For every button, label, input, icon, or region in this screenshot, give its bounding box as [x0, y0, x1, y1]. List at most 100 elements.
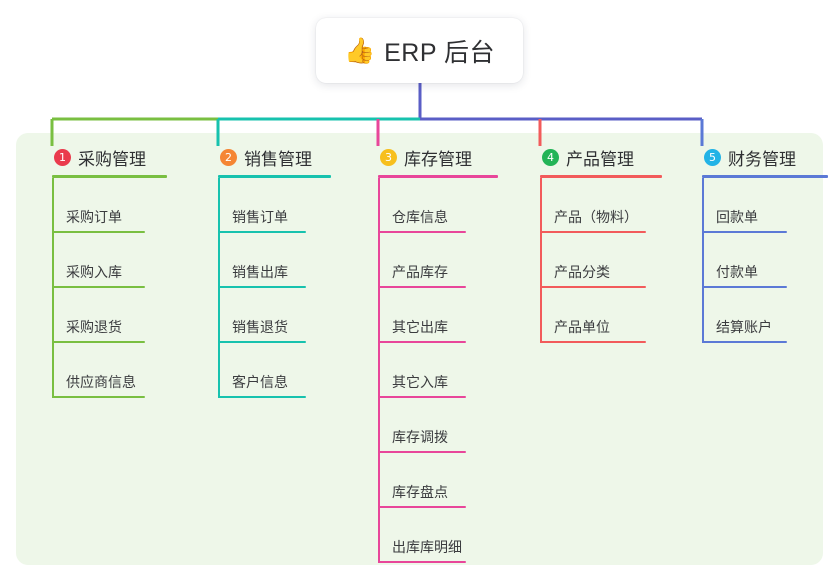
list-item-rule — [540, 231, 646, 233]
list-item[interactable]: 结算账户 — [682, 288, 828, 343]
list-item[interactable]: 销售退货 — [198, 288, 331, 343]
list-item[interactable]: 供应商信息 — [32, 343, 167, 398]
column-spine-5 — [702, 178, 704, 343]
list-item-rule — [378, 286, 466, 288]
list-item-rule — [378, 231, 466, 233]
column-4: 4 产品管理产品（物料） 产品分类产品单位 — [520, 144, 662, 343]
column-badge-2: 2 — [220, 148, 237, 166]
list-item-rule — [378, 451, 466, 453]
list-item[interactable]: 其它入库 — [358, 343, 498, 398]
list-item[interactable]: 产品单位 — [520, 288, 662, 343]
list-item-label: 结算账户 — [716, 319, 772, 335]
list-item[interactable]: 其它出库 — [358, 288, 498, 343]
list-item[interactable]: 销售出库 — [198, 233, 331, 288]
column-title-1: 采购管理 — [78, 149, 146, 169]
column-title-4: 产品管理 — [566, 149, 634, 169]
root-title-card[interactable]: 👍 ERP 后台 — [316, 18, 523, 83]
list-item-rule — [52, 231, 145, 233]
list-item-rule — [378, 506, 466, 508]
column-title-2: 销售管理 — [244, 149, 312, 169]
column-header-2[interactable]: 2 销售管理 — [198, 144, 331, 170]
column-header-rule-5 — [702, 175, 828, 178]
list-item-label: 采购退货 — [66, 319, 122, 335]
list-item-label: 产品库存 — [392, 264, 448, 280]
list-item[interactable]: 库存调拨 — [358, 398, 498, 453]
list-item-label: 其它出库 — [392, 319, 448, 335]
list-item[interactable]: 产品库存 — [358, 233, 498, 288]
list-item-rule — [378, 341, 466, 343]
column-header-rule-3 — [378, 175, 498, 178]
list-item-label: 采购入库 — [66, 264, 122, 280]
list-item[interactable]: 产品（物料） — [520, 178, 662, 233]
list-item-rule — [218, 396, 306, 398]
list-item-rule — [218, 286, 306, 288]
column-title-3: 库存管理 — [404, 149, 472, 169]
column-5: 5 财务管理回款单付款单结算账户 — [682, 144, 828, 343]
column-items-5: 回款单付款单结算账户 — [682, 178, 828, 343]
column-spine-3 — [378, 178, 380, 563]
column-spine-1 — [52, 178, 54, 398]
list-item-label: 回款单 — [716, 209, 758, 225]
list-item-label: 出库库明细 — [392, 539, 462, 555]
list-item-rule — [52, 396, 145, 398]
list-item-label: 产品（物料） — [554, 209, 638, 225]
column-items-2: 销售订单销售出库销售退货客户信息 — [198, 178, 331, 398]
list-item-rule — [52, 286, 145, 288]
list-item[interactable]: 采购入库 — [32, 233, 167, 288]
thumbs-up-icon: 👍 — [343, 36, 376, 65]
list-item-label: 销售出库 — [232, 264, 288, 280]
column-header-rule-1 — [52, 175, 167, 178]
list-item[interactable]: 出库库明细 — [358, 508, 498, 563]
column-items-1: 采购订单采购入库采购退货供应商信息 — [32, 178, 167, 398]
column-spine-2 — [218, 178, 220, 398]
list-item-rule — [52, 341, 145, 343]
list-item-rule — [702, 286, 787, 288]
list-item-rule — [540, 341, 646, 343]
column-title-5: 财务管理 — [728, 149, 796, 169]
list-item-label: 销售订单 — [232, 209, 288, 225]
column-1: 1 采购管理采购订单采购入库采购退货供应商信息 — [32, 144, 167, 398]
column-header-5[interactable]: 5 财务管理 — [682, 144, 828, 170]
list-item-label: 客户信息 — [232, 374, 288, 390]
list-item-rule — [702, 231, 787, 233]
list-item-label: 产品单位 — [554, 319, 610, 335]
list-item[interactable]: 库存盘点 — [358, 453, 498, 508]
list-item-rule — [378, 396, 466, 398]
column-3: 3 库存管理仓库信息产品库存其它出库其它入库库存调拨库存盘点出库库明细 — [358, 144, 498, 563]
column-header-rule-4 — [540, 175, 662, 178]
list-item[interactable]: 销售订单 — [198, 178, 331, 233]
list-item[interactable]: 产品分类 — [520, 233, 662, 288]
list-item[interactable]: 客户信息 — [198, 343, 331, 398]
column-items-3: 仓库信息产品库存其它出库其它入库库存调拨库存盘点出库库明细 — [358, 178, 498, 563]
list-item-label: 库存调拨 — [392, 429, 448, 445]
page-title: ERP 后台 — [384, 38, 496, 67]
column-badge-1: 1 — [54, 148, 71, 166]
list-item-label: 销售退货 — [232, 319, 288, 335]
column-badge-3: 3 — [380, 148, 397, 166]
list-item[interactable]: 付款单 — [682, 233, 828, 288]
diagram-background-panel — [16, 133, 823, 565]
list-item-rule — [540, 286, 646, 288]
list-item[interactable]: 回款单 — [682, 178, 828, 233]
column-badge-5: 5 — [704, 148, 721, 166]
list-item-rule — [218, 231, 306, 233]
list-item-label: 仓库信息 — [392, 209, 448, 225]
list-item-rule — [378, 561, 466, 563]
list-item-rule — [702, 341, 787, 343]
list-item-label: 付款单 — [716, 264, 758, 280]
column-2: 2 销售管理销售订单销售出库销售退货客户信息 — [198, 144, 331, 398]
column-header-rule-2 — [218, 175, 331, 178]
list-item-label: 库存盘点 — [392, 484, 448, 500]
list-item-label: 产品分类 — [554, 264, 610, 280]
list-item[interactable]: 采购退货 — [32, 288, 167, 343]
column-header-3[interactable]: 3 库存管理 — [358, 144, 498, 170]
list-item[interactable]: 仓库信息 — [358, 178, 498, 233]
column-header-4[interactable]: 4 产品管理 — [520, 144, 662, 170]
column-header-1[interactable]: 1 采购管理 — [32, 144, 167, 170]
list-item[interactable]: 采购订单 — [32, 178, 167, 233]
column-badge-4: 4 — [542, 148, 559, 166]
list-item-label: 其它入库 — [392, 374, 448, 390]
list-item-label: 采购订单 — [66, 209, 122, 225]
list-item-rule — [218, 341, 306, 343]
